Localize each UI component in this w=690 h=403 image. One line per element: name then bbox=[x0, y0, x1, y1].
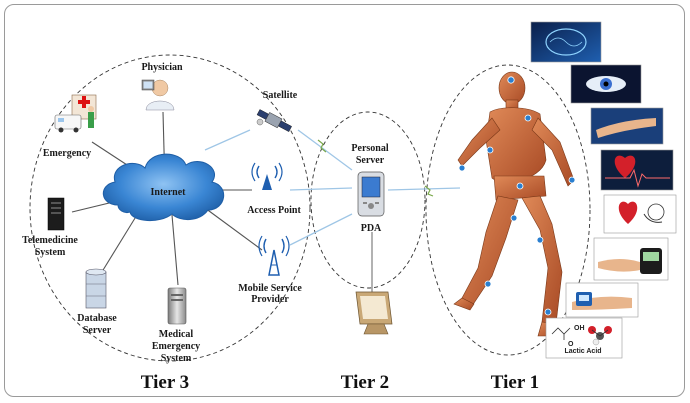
monitor-icon bbox=[355, 291, 393, 335]
telemedicine-label-2: System bbox=[35, 247, 66, 258]
blood-pressure-thumbnail bbox=[603, 194, 677, 234]
human-body-figure bbox=[453, 71, 575, 337]
cell-tower-icon bbox=[258, 235, 290, 276]
glucose-meter-thumbnail bbox=[593, 237, 669, 281]
sensor-image-strip: OH O Lactic Acid bbox=[530, 21, 677, 359]
sensor-node-knee bbox=[536, 236, 544, 244]
sensor-node-hand bbox=[458, 164, 466, 172]
tier3-boundary bbox=[29, 54, 311, 362]
brain-scan-thumbnail bbox=[530, 21, 602, 63]
sensor-node-thigh bbox=[510, 214, 518, 222]
lactic-acid-label: Lactic Acid bbox=[564, 348, 601, 355]
database-label-1: Database bbox=[77, 313, 117, 324]
physician-icon bbox=[141, 79, 175, 111]
body-sensor-nodes bbox=[458, 76, 576, 316]
tier2-label: Tier 2 bbox=[341, 372, 389, 393]
satellite-label: Satellite bbox=[263, 90, 298, 101]
mobile-provider-label-1: Mobile Service bbox=[238, 283, 302, 294]
pda-label: PDA bbox=[361, 223, 382, 234]
internet-cloud bbox=[102, 153, 224, 221]
diagram-frame bbox=[4, 4, 685, 397]
sensor-node-shin bbox=[484, 280, 492, 288]
access-point-icon bbox=[251, 162, 283, 190]
internet-label: Internet bbox=[151, 187, 187, 198]
link-zigzags bbox=[317, 139, 434, 197]
medical-server-icon bbox=[167, 287, 187, 325]
medical-label-1: Medical bbox=[159, 329, 194, 340]
sensor-node-chest bbox=[486, 146, 494, 154]
sensor-node-ankle bbox=[544, 308, 552, 316]
ecg-thumbnail bbox=[600, 149, 674, 191]
sensor-node-waist bbox=[516, 182, 524, 190]
database-label-2: Server bbox=[83, 325, 112, 336]
tier2-boundary bbox=[310, 111, 426, 289]
mobile-provider-label-2: Provider bbox=[251, 294, 289, 305]
physician-label: Physician bbox=[141, 62, 183, 73]
access-point-label: Access Point bbox=[247, 205, 301, 216]
arm-sensor-thumbnail bbox=[590, 107, 664, 145]
satellite-icon bbox=[256, 109, 292, 132]
lactic-acid-thumbnail bbox=[545, 317, 623, 359]
wireless-links bbox=[204, 129, 461, 246]
sensor-node-arm bbox=[568, 176, 576, 184]
eye-scan-thumbnail bbox=[570, 64, 642, 104]
medical-label-2: Emergency bbox=[152, 341, 200, 352]
tier1-label: Tier 1 bbox=[491, 372, 539, 393]
emergency-label: Emergency bbox=[43, 148, 91, 159]
wrist-monitor-thumbnail bbox=[565, 282, 639, 318]
personal-server-label-1: Personal bbox=[351, 143, 388, 154]
telemedicine-server-icon bbox=[47, 197, 65, 231]
database-icon bbox=[85, 268, 107, 309]
medical-label-3: System bbox=[161, 353, 192, 364]
personal-server-label-2: Server bbox=[356, 155, 385, 166]
molecule-o-label: O bbox=[568, 341, 574, 348]
pda-icon bbox=[357, 171, 385, 217]
tier1-boundary bbox=[425, 64, 591, 356]
tier3-label: Tier 3 bbox=[141, 372, 189, 393]
sensor-node-head bbox=[507, 76, 515, 84]
molecule-oh-label: OH bbox=[574, 325, 585, 332]
sensor-node-shoulder bbox=[524, 114, 532, 122]
telemedicine-label-1: Telemedicine bbox=[22, 235, 78, 246]
emergency-icon bbox=[54, 94, 97, 133]
